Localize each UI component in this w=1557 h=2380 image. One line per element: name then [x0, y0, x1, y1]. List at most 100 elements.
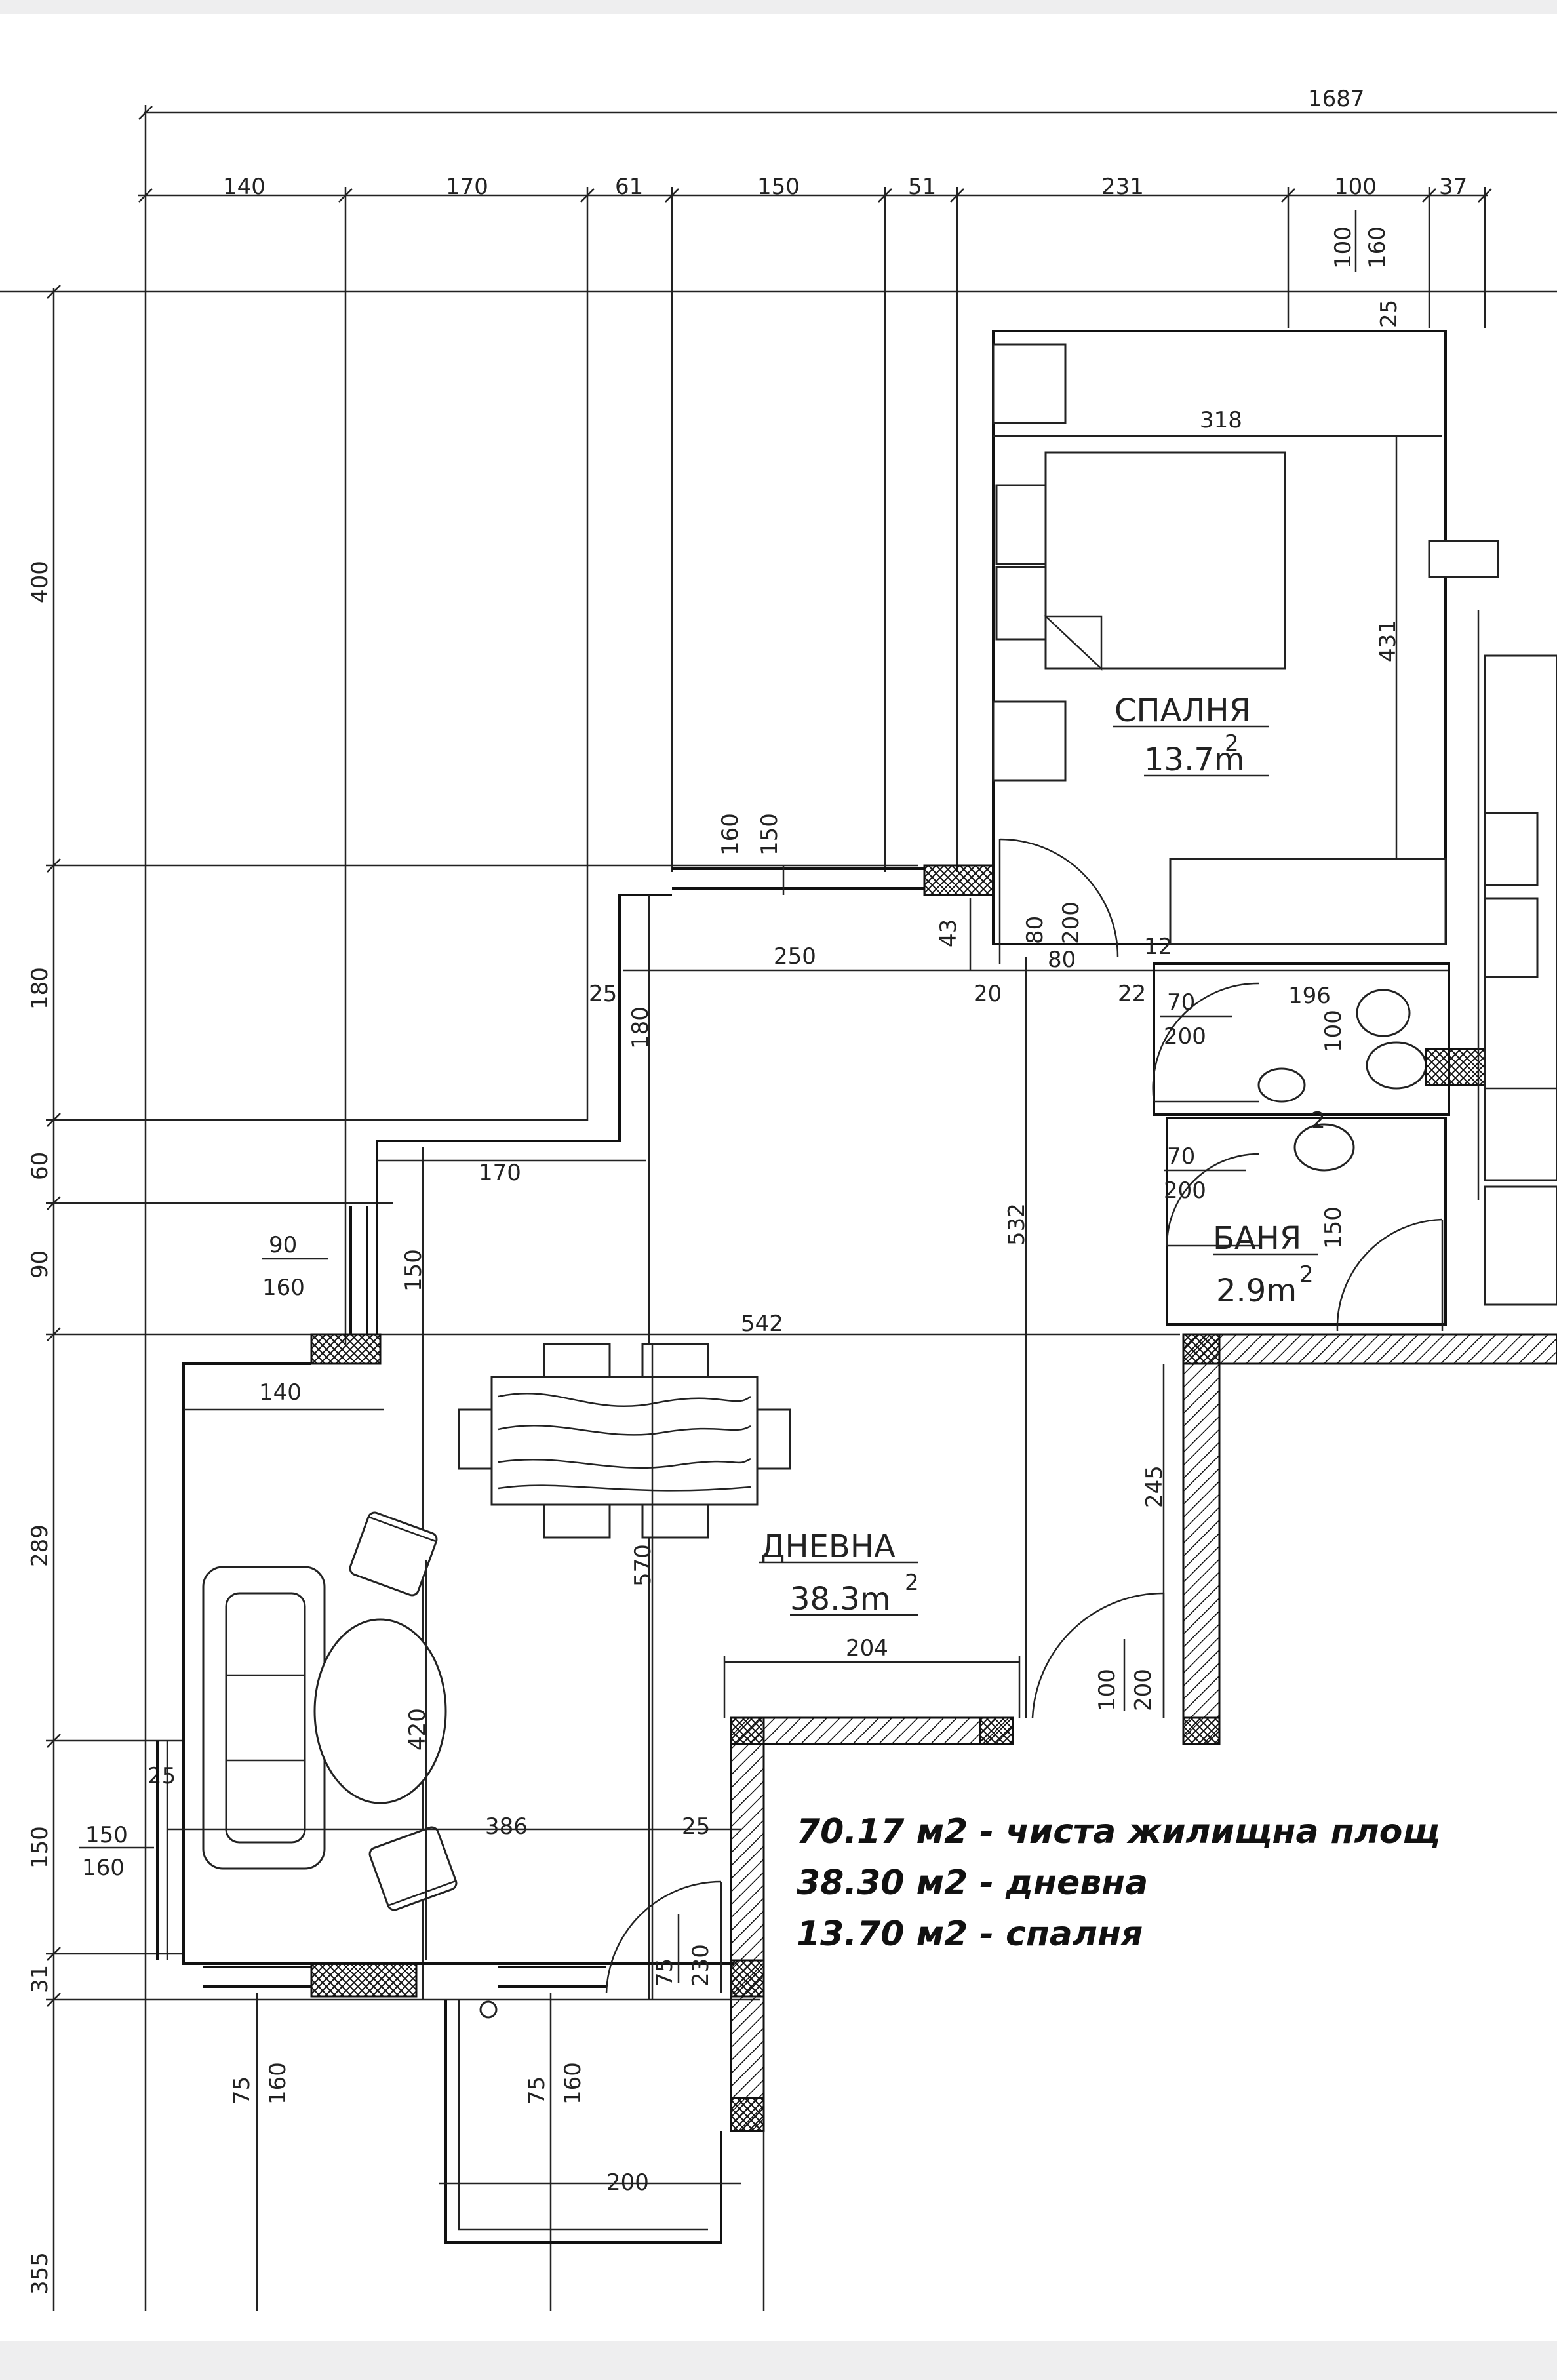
bathroom-name: БАНЯ — [1213, 1220, 1301, 1257]
dim-43: 43 — [936, 919, 962, 947]
dim-532: 532 — [1004, 1203, 1030, 1246]
armchair-top — [349, 1511, 438, 1597]
living-area-sup: 2 — [905, 1570, 919, 1596]
dim-door-bed-w: 80 — [1022, 916, 1048, 944]
bottom-openings: 75 230 75 160 75 160 200 — [203, 1880, 741, 2311]
dim-25-c: 25 — [682, 1814, 710, 1840]
bedroom-name: СПАЛНЯ — [1114, 692, 1251, 729]
pillow-1 — [995, 484, 1047, 565]
dim-door-balcony-w: 75 — [652, 1958, 678, 1987]
dim-150-b: 150 — [1320, 1206, 1347, 1249]
dim-200: 200 — [606, 2170, 649, 2196]
dim-22: 22 — [1118, 981, 1146, 1007]
bedroom-area: 13.7m — [1144, 742, 1245, 778]
dim-204: 204 — [846, 1635, 888, 1661]
dim-window-left2-w: 150 — [85, 1822, 128, 1848]
left-dimension-lines — [46, 285, 1180, 2311]
nightstand — [992, 700, 1067, 782]
living-area: 38.3m — [790, 1581, 891, 1617]
dim-250: 250 — [774, 943, 816, 970]
dim-542: 542 — [741, 1311, 783, 1337]
dim-window-b2-h: 160 — [560, 2062, 586, 2105]
dim-window-tr-w: 100 — [1330, 226, 1356, 269]
dim-100-b: 100 — [1320, 1010, 1347, 1052]
corridor-walls: 180 170 150 90 160 542 532 — [262, 894, 1030, 2000]
dim-170: 170 — [446, 174, 488, 200]
dim-431: 431 — [1375, 620, 1401, 662]
top-dimension-texts: 1687 140 170 61 150 51 231 100 37 100 16… — [223, 86, 1467, 328]
desk — [1169, 858, 1447, 945]
dim-80: 80 — [1048, 947, 1076, 973]
bedroom-area-sup: 2 — [1225, 730, 1239, 757]
dim-386: 386 — [485, 1814, 528, 1840]
dim-20: 20 — [974, 981, 1002, 1007]
right-edge — [1182, 610, 1557, 1365]
dim-door-bath1-w: 70 — [1167, 989, 1195, 1016]
exterior-wall-bottom — [730, 1743, 765, 2132]
dim-door-entry-h: 200 — [1130, 1669, 1156, 1711]
dim-door-bath2-w: 70 — [1167, 1143, 1195, 1170]
dim-170: 170 — [479, 1160, 521, 1186]
chair-top-2 — [641, 1343, 709, 1378]
dim-150-left: 150 — [27, 1826, 53, 1869]
dim-245: 245 — [1141, 1465, 1168, 1508]
dim-window-left2-h: 160 — [82, 1855, 125, 1881]
chair-bottom-2 — [641, 1503, 709, 1539]
dim-door-bath1-h: 200 — [1164, 1023, 1206, 1050]
dim-window-mid-h: 160 — [717, 813, 743, 856]
bathroom: 70 200 196 100 70 200 2 150 БАНЯ 2.9m 2 — [1152, 962, 1496, 1332]
chair-left — [458, 1408, 493, 1470]
dim-196: 196 — [1288, 983, 1331, 1009]
chair-right — [756, 1408, 791, 1470]
dim-140: 140 — [223, 174, 266, 200]
bed — [1044, 451, 1286, 670]
dim-140-living: 140 — [259, 1379, 302, 1406]
dim-window-tr-h: 160 — [1364, 226, 1390, 269]
dim-window-b1-w: 75 — [229, 2076, 255, 2105]
dim-25-b: 25 — [148, 1763, 176, 1789]
dim-1687: 1687 — [1308, 86, 1365, 112]
dim-window-left-h: 160 — [262, 1275, 305, 1301]
dim-window-mid-w: 150 — [757, 813, 783, 856]
dim-60: 60 — [27, 1152, 53, 1180]
area-summary-living: 38.30 м2 - дневна — [797, 1863, 1149, 1903]
dim-231: 231 — [1101, 174, 1144, 200]
dim-180-inner: 180 — [627, 1006, 654, 1049]
left-dimension-texts: 400 180 60 90 289 150 31 355 — [27, 561, 53, 2295]
area-summary-total: 70.17 м2 - чиста жилищна площ — [797, 1812, 1440, 1852]
dim-90: 90 — [27, 1250, 53, 1279]
dim-2: 2 — [1311, 1107, 1326, 1134]
toilet-tank — [1356, 989, 1411, 1037]
dim-570: 570 — [630, 1544, 656, 1587]
dim-180-left: 180 — [27, 967, 53, 1010]
dim-25-a: 25 — [589, 981, 617, 1007]
bottom-border — [0, 2341, 1557, 2380]
washbasin-top — [1366, 1041, 1427, 1090]
dim-door-balcony-h: 230 — [688, 1944, 714, 1987]
dim-door-entry-w: 100 — [1094, 1669, 1120, 1711]
living-name: ДНЕВНА — [760, 1528, 896, 1565]
dim-25-top: 25 — [1376, 300, 1402, 328]
area-summary-bedroom: 13.70 м2 - спалня — [797, 1914, 1143, 1954]
dim-420: 420 — [404, 1708, 431, 1751]
dim-door-bath2-h: 200 — [1164, 1178, 1206, 1204]
bathroom-area-sup: 2 — [1299, 1261, 1314, 1288]
dim-355: 355 — [27, 2252, 53, 2295]
dim-289: 289 — [27, 1524, 53, 1567]
dim-12: 12 — [1144, 934, 1172, 960]
living-room: 140 245 570 420 386 25 — [79, 1343, 1221, 2000]
bidet — [1257, 1067, 1306, 1103]
bedroom-door-area: 150 160 80 200 43 250 25 20 80 22 12 — [589, 813, 1449, 1007]
bathroom-area: 2.9m — [1216, 1273, 1297, 1309]
armchair-bottom — [368, 1826, 458, 1911]
dim-31: 31 — [27, 1965, 53, 1993]
area-summary: 70.17 м2 - чиста жилищна площ 38.30 м2 -… — [797, 1806, 1440, 1960]
wall-switch — [1428, 540, 1499, 578]
dim-door-bed-h: 200 — [1058, 902, 1084, 944]
sink — [1293, 1123, 1355, 1172]
entrance: 204 100 200 — [723, 1592, 1221, 2311]
dim-150-c: 150 — [401, 1249, 427, 1292]
chair-top-1 — [543, 1343, 611, 1378]
dim-400: 400 — [27, 561, 53, 603]
chair-bottom-1 — [543, 1503, 611, 1539]
